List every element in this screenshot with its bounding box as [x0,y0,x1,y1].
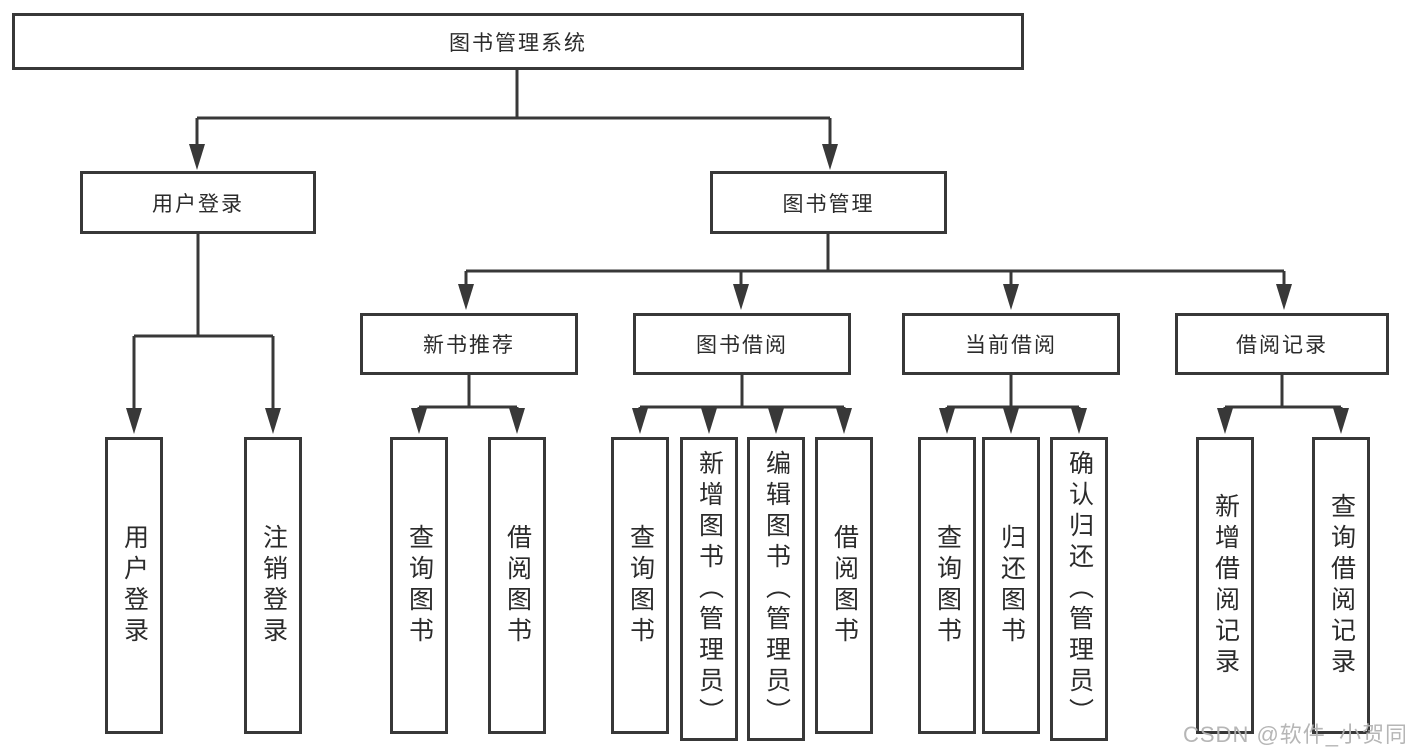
leaf-newbooks-borrow: 借阅图书 [488,437,546,734]
arrow-head-icon [1276,284,1292,310]
arrow-head-icon [733,284,749,310]
leaf-borrow-edit-admin: 编辑图书（管理员） [747,437,805,741]
leaf-borrow-borrow: 借阅图书 [815,437,873,734]
leaf-current-return: 归还图书 [982,437,1040,734]
arrow-head-icon [1003,408,1019,434]
leaf-current-query: 查询图书 [918,437,976,734]
leaf-borrow-query: 查询图书 [611,437,669,734]
leaf-newbooks-query: 查询图书 [390,437,448,734]
arrow-head-icon [265,408,281,434]
node-user-login: 用户登录 [80,171,316,234]
node-current-borrow: 当前借阅 [902,313,1120,375]
arrow-head-icon [189,144,205,170]
arrow-head-icon [1071,408,1087,434]
leaf-current-confirm-admin: 确认归还（管理员） [1050,437,1108,741]
csdn-watermark: CSDN @软件_小贺同学 [1183,722,1405,747]
arrow-head-icon [939,408,955,434]
node-root: 图书管理系统 [12,13,1024,70]
arrow-head-icon [1217,408,1233,434]
arrow-head-icon [1333,408,1349,434]
arrow-head-icon [411,408,427,434]
node-book-mgmt: 图书管理 [710,171,947,234]
leaf-user-login: 用户登录 [105,437,163,734]
node-new-books: 新书推荐 [360,313,578,375]
leaf-logout: 注销登录 [244,437,302,734]
node-borrow-records: 借阅记录 [1175,313,1389,375]
arrow-head-icon [509,408,525,434]
node-book-borrow: 图书借阅 [633,313,851,375]
arrow-head-icons [126,144,1349,434]
leaf-borrow-add-admin: 新增图书（管理员） [680,437,738,741]
arrow-head-icon [1003,284,1019,310]
arrow-head-icon [822,144,838,170]
arrow-head-icon [632,408,648,434]
arrow-head-icon [768,408,784,434]
arrow-head-icon [701,408,717,434]
arrow-head-icon [458,284,474,310]
arrow-head-icon [126,408,142,434]
leaf-records-add: 新增借阅记录 [1196,437,1254,734]
arrow-head-icon [836,408,852,434]
leaf-records-query: 查询借阅记录 [1312,437,1370,734]
